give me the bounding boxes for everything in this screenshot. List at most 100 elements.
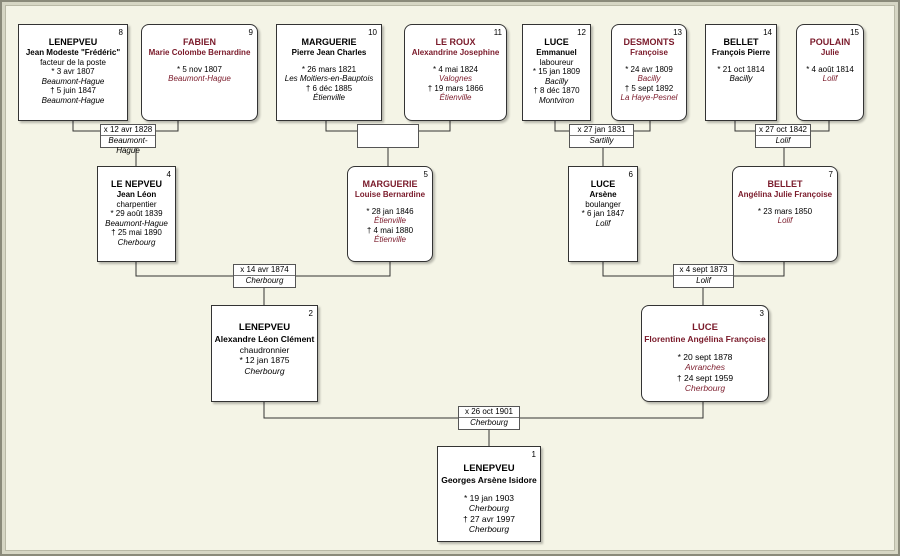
birth-place: Cherbourg xyxy=(468,503,510,513)
person-box-5[interactable]: 5 MARGUERIE Louise Bernardine * 28 jan 1… xyxy=(347,166,433,262)
given-names: Angélina Julie Françoise xyxy=(737,190,833,199)
surname: LUCE xyxy=(590,179,616,189)
birth-date: * 15 jan 1809 xyxy=(532,67,581,77)
marriage-box-4-5[interactable]: x 14 avr 1874 Cherbourg xyxy=(233,264,296,288)
person-box-15[interactable]: 15 POULAIN Julie * 4 août 1814 Lolif xyxy=(796,24,864,121)
occupation: chaudronnier xyxy=(239,344,290,355)
surname: POULAIN xyxy=(809,37,851,47)
birth-place: Avranches xyxy=(684,362,725,372)
death-place: Cherbourg xyxy=(468,524,510,534)
connector xyxy=(263,402,704,419)
marriage-box-6-7[interactable]: x 4 sept 1873 Lolif xyxy=(673,264,734,288)
person-box-1[interactable]: 1 LENEPVEU Georges Arsène Isidore * 19 j… xyxy=(437,446,541,542)
death-date: † 5 juin 1847 xyxy=(50,86,96,96)
birth-place: Bacilly xyxy=(544,76,569,86)
birth-date: * 6 jan 1847 xyxy=(581,209,625,219)
surname: DESMONTS xyxy=(623,37,675,47)
birth-date: * 3 avr 1807 xyxy=(51,67,95,77)
birth-place: Bacilly xyxy=(729,74,753,84)
birth-date: * 24 avr 1809 xyxy=(625,64,673,74)
person-box-8[interactable]: 8 LENEPVEU Jean Modeste "Frédéric" facte… xyxy=(18,24,128,121)
marriage-box-2-3[interactable]: x 26 oct 1901 Cherbourg xyxy=(458,406,520,430)
surname: LUCE xyxy=(544,37,569,47)
surname: LE ROUX xyxy=(435,37,476,47)
connector xyxy=(554,121,651,132)
birth-place: Étienville xyxy=(373,216,406,226)
death-place: Étienville xyxy=(373,235,406,245)
birth-date: * 20 sept 1878 xyxy=(677,351,733,362)
marriage-date: x 27 oct 1842 xyxy=(756,125,810,136)
marriage-place: Cherbourg xyxy=(470,418,508,427)
sosa-number: 13 xyxy=(673,28,682,37)
sosa-number: 9 xyxy=(248,28,253,37)
person-box-13[interactable]: 13 DESMONTS Françoise * 24 avr 1809 Baci… xyxy=(611,24,687,121)
surname: LUCE xyxy=(692,322,718,333)
marriage-box-10-11[interactable] xyxy=(357,124,419,148)
person-box-11[interactable]: 11 LE ROUX Alexandrine Josephine * 4 mai… xyxy=(404,24,507,121)
person-box-6[interactable]: 6 LUCE Arsène boulanger * 6 jan 1847 Lol… xyxy=(568,166,638,262)
sosa-number: 15 xyxy=(850,28,859,37)
marriage-box-14-15[interactable]: x 27 oct 1842 Lolif xyxy=(755,124,811,148)
marriage-date: x 27 jan 1831 xyxy=(570,125,633,136)
sosa-number: 7 xyxy=(828,170,833,179)
sosa-number: 6 xyxy=(628,170,633,179)
given-names: Alexandre Léon Clément xyxy=(214,334,315,344)
given-names: Françoise xyxy=(630,48,668,57)
birth-place: Beaumont-Hague xyxy=(168,74,231,84)
death-place: Montviron xyxy=(538,95,575,105)
sosa-number: 14 xyxy=(763,28,772,37)
death-date: † 27 avr 1997 xyxy=(463,513,515,524)
marriage-place: Lolif xyxy=(775,136,791,145)
person-box-9[interactable]: 9 FABIEN Marie Colombe Bernardine * 5 no… xyxy=(141,24,258,121)
marriage-date: x 14 avr 1874 xyxy=(234,265,295,276)
birth-place: Cherbourg xyxy=(244,365,285,376)
birth-place: Beaumont-Hague xyxy=(105,218,168,228)
person-box-10[interactable]: 10 MARGUERIE Pierre Jean Charles * 26 ma… xyxy=(276,24,382,121)
person-box-14[interactable]: 14 BELLET François Pierre * 21 oct 1814 … xyxy=(705,24,777,121)
birth-date: * 5 nov 1807 xyxy=(177,64,222,74)
death-place: Étienville xyxy=(439,93,472,103)
person-box-12[interactable]: 12 LUCE Emmanuel laboureur * 15 jan 1809… xyxy=(522,24,591,121)
birth-date: * 26 mars 1821 xyxy=(301,64,357,74)
sosa-number: 12 xyxy=(577,28,586,37)
given-names: Alexandrine Josephine xyxy=(411,48,500,57)
death-place: La Haye-Pesnel xyxy=(620,93,678,103)
occupation: facteur de la poste xyxy=(40,57,106,67)
connector xyxy=(72,121,179,132)
surname: BELLET xyxy=(723,37,759,47)
death-date: † 25 mai 1890 xyxy=(111,228,162,238)
birth-date: * 23 mars 1850 xyxy=(757,206,813,216)
death-date: † 24 sept 1959 xyxy=(676,372,734,383)
marriage-place: Sartilly xyxy=(589,136,614,145)
surname: LENEPVEU xyxy=(48,37,98,47)
surname: LENEPVEU xyxy=(463,463,515,474)
sosa-number: 2 xyxy=(308,309,313,318)
death-place: Étienville xyxy=(312,93,345,103)
birth-date: * 29 août 1839 xyxy=(110,209,163,219)
birth-date: * 12 jan 1875 xyxy=(239,355,290,365)
marriage-box-8-9[interactable]: x 12 avr 1828 Beaumont-Hague xyxy=(100,124,156,155)
death-date: † 6 déc 1885 xyxy=(305,83,353,93)
person-box-3[interactable]: 3 LUCE Florentine Angélina Françoise * 2… xyxy=(641,305,769,402)
given-names: Georges Arsène Isidore xyxy=(441,475,537,485)
marriage-box-12-13[interactable]: x 27 jan 1831 Sartilly xyxy=(569,124,634,148)
birth-place: Lolif xyxy=(595,218,611,228)
surname: MARGUERIE xyxy=(362,179,418,189)
given-names: Emmanuel xyxy=(536,48,577,57)
occupation: charpentier xyxy=(116,199,157,209)
death-date: † 8 déc 1870 xyxy=(533,86,580,96)
surname: BELLET xyxy=(767,179,803,189)
birth-date: * 4 mai 1824 xyxy=(433,64,478,74)
given-names: Pierre Jean Charles xyxy=(291,48,367,57)
given-names: Marie Colombe Bernardine xyxy=(148,48,251,57)
person-box-4[interactable]: 4 LE NEPVEU Jean Léon charpentier * 29 a… xyxy=(97,166,176,262)
sosa-number: 10 xyxy=(368,28,377,37)
person-box-2[interactable]: 2 LENEPVEU Alexandre Léon Clément chaudr… xyxy=(211,305,318,402)
connector xyxy=(734,121,830,132)
birth-place: Lolif xyxy=(822,74,838,84)
sosa-number: 5 xyxy=(423,170,428,179)
marriage-place: Lolif xyxy=(696,276,711,285)
connector xyxy=(602,262,785,277)
person-box-7[interactable]: 7 BELLET Angélina Julie Françoise * 23 m… xyxy=(732,166,838,262)
